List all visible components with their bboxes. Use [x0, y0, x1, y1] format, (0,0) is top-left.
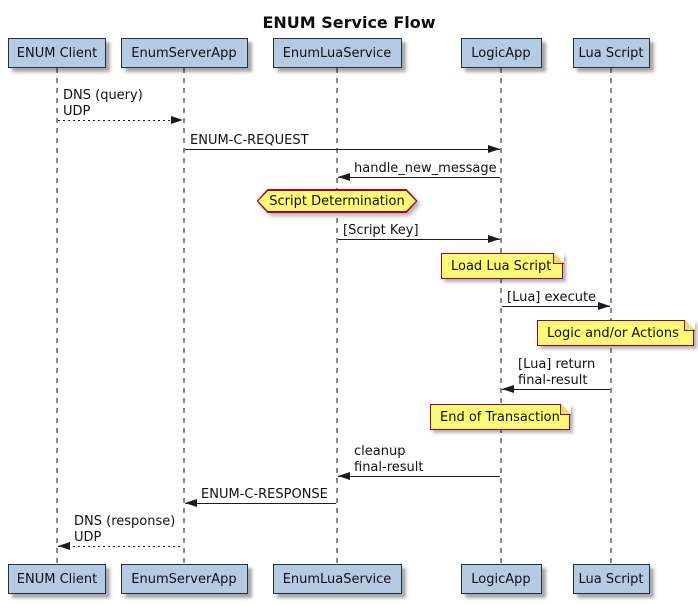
arrowhead-icon [338, 173, 350, 181]
message-label: handle_new_message [354, 161, 497, 177]
arrowhead-icon [58, 542, 70, 550]
lifeline-lua-script [610, 68, 612, 564]
message-label: DNS (query)UDP [63, 88, 143, 119]
note-fold-icon [552, 252, 564, 264]
message-line [185, 149, 500, 151]
note-text: End of Transaction [440, 409, 560, 425]
participant-enum-client-bottom: ENUM Client [8, 564, 106, 594]
hexnote-text: Script Determination [258, 191, 416, 212]
message-line [58, 120, 183, 122]
arrowhead-icon [338, 472, 350, 480]
lifeline-enumluaservice [336, 68, 338, 564]
participant-enumluaservice-top: EnumLuaService [272, 38, 402, 68]
arrowhead-icon [502, 385, 514, 393]
lifeline-logicapp [500, 68, 502, 564]
message-label-line: DNS (query) [63, 88, 143, 103]
arrowhead-icon [488, 235, 500, 243]
message-label: ENUM-C-REQUEST [190, 133, 309, 149]
message-line [338, 476, 500, 478]
arrowhead-icon [488, 145, 500, 153]
hexnote-script-determination: Script Determination [257, 189, 418, 213]
message-label-line: ENUM-C-REQUEST [190, 132, 309, 148]
message-line [185, 503, 336, 505]
message-line [58, 546, 183, 548]
message-label: [Script Key] [343, 223, 419, 239]
message-label-line: final-result [354, 459, 424, 475]
lifeline-enum-client [56, 68, 58, 564]
message-label: ENUM-C-RESPONSE [201, 487, 328, 503]
lifeline-enumserverapp [183, 68, 185, 564]
message-line [338, 177, 500, 179]
participant-enumserverapp-bottom: EnumServerApp [120, 564, 248, 594]
arrowhead-icon [171, 116, 183, 124]
message-label-line: [Script Key] [343, 222, 419, 238]
message-line [502, 389, 610, 391]
participant-lua-script-top: Lua Script [572, 38, 650, 68]
message-label-line: [Lua] return [518, 357, 596, 372]
message-label-line: final-result [518, 372, 588, 388]
message-label-line: [Lua] execute [507, 289, 597, 305]
note-text: Load Lua Script [451, 258, 552, 274]
participant-logicapp-top: LogicApp [460, 38, 542, 68]
participant-enum-client-top: ENUM Client [8, 38, 106, 68]
note-text: Logic and/or Actions [547, 325, 679, 341]
message-label-line: UDP [63, 103, 91, 119]
message-label-line: cleanup [354, 444, 406, 459]
message-line [338, 239, 500, 241]
participant-enumluaservice-bottom: EnumLuaService [272, 564, 402, 594]
note-fold-icon [683, 319, 695, 331]
note-fold-icon [559, 403, 571, 415]
participant-lua-script-bottom: Lua Script [572, 564, 650, 594]
message-label-line: UDP [74, 529, 102, 545]
message-label: DNS (response)UDP [74, 514, 175, 545]
message-line [502, 306, 610, 308]
message-label: [Lua] execute [507, 290, 596, 306]
arrowhead-icon [185, 499, 197, 507]
note-end-of-transaction: End of Transaction [430, 403, 571, 430]
participant-logicapp-bottom: LogicApp [460, 564, 542, 594]
arrowhead-icon [598, 302, 610, 310]
note-load-lua-script: Load Lua Script [441, 252, 564, 279]
message-label-line: DNS (response) [74, 514, 176, 529]
note-logic-and-or-actions: Logic and/or Actions [537, 319, 695, 346]
message-label-line: ENUM-C-RESPONSE [201, 486, 328, 502]
message-label-line: handle_new_message [354, 160, 497, 176]
diagram-title: ENUM Service Flow [262, 13, 436, 32]
participant-enumserverapp-top: EnumServerApp [120, 38, 248, 68]
